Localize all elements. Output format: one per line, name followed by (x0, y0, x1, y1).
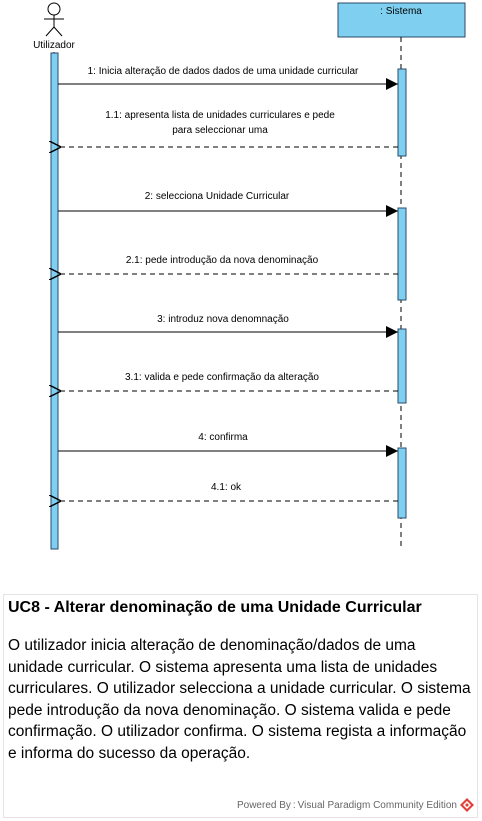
visual-paradigm-logo-icon (460, 798, 474, 812)
message-1-1-label: 1.1: apresenta lista de unidades curricu… (105, 110, 335, 121)
system-box (337, 2, 466, 38)
message-3-label: 3: introduz nova denomnação (157, 314, 289, 325)
actor-icon (44, 2, 64, 37)
message-3-1-label: 3.1: valida e pede confirmação da altera… (125, 372, 319, 383)
message-4-label: 4: confirma (198, 432, 248, 443)
message-3-1: 3.1: valida e pede confirmação da altera… (60, 372, 398, 391)
system-activation-1 (397, 68, 407, 157)
note-title: UC8 - Alterar denominação de uma Unidade… (8, 599, 422, 616)
system-activation-3 (397, 328, 407, 404)
message-4: 4: confirma (58, 432, 398, 457)
message-1-1: 1.1: apresenta lista de unidades curricu… (60, 110, 398, 147)
system-label: : Sistema (380, 6, 422, 17)
note-body: O utilizador inicia alteração de denomin… (8, 637, 471, 762)
watermark-text: Powered By : Visual Paradigm Community E… (236, 800, 457, 811)
message-1-1-label-line2: para seleccionar uma (172, 125, 268, 136)
message-2: 2: selecciona Unidade Curricular (58, 191, 398, 217)
message-2-1-label: 2.1: pede introdução da nova denominação (126, 255, 319, 266)
message-2-label: 2: selecciona Unidade Curricular (145, 191, 290, 202)
message-4-1: 4.1: ok (60, 482, 398, 501)
actor-label: Utilizador (33, 40, 75, 51)
message-2-1: 2.1: pede introdução da nova denominação (60, 255, 398, 274)
message-3: 3: introduz nova denomnação (58, 314, 398, 338)
message-1-label: 1: Inicia alteração de dados dados de um… (88, 66, 359, 77)
system-activation-2 (397, 207, 407, 301)
sequence-diagram: Utilizador : Sistema 1: Inicia alteração… (33, 2, 466, 550)
system-activation-4 (397, 447, 407, 519)
message-4-1-label: 4.1: ok (211, 482, 242, 493)
message-1: 1: Inicia alteração de dados dados de um… (58, 66, 398, 90)
actor-activation-bar (50, 52, 59, 550)
use-case-note: UC8 - Alterar denominação de uma Unidade… (3, 594, 478, 818)
